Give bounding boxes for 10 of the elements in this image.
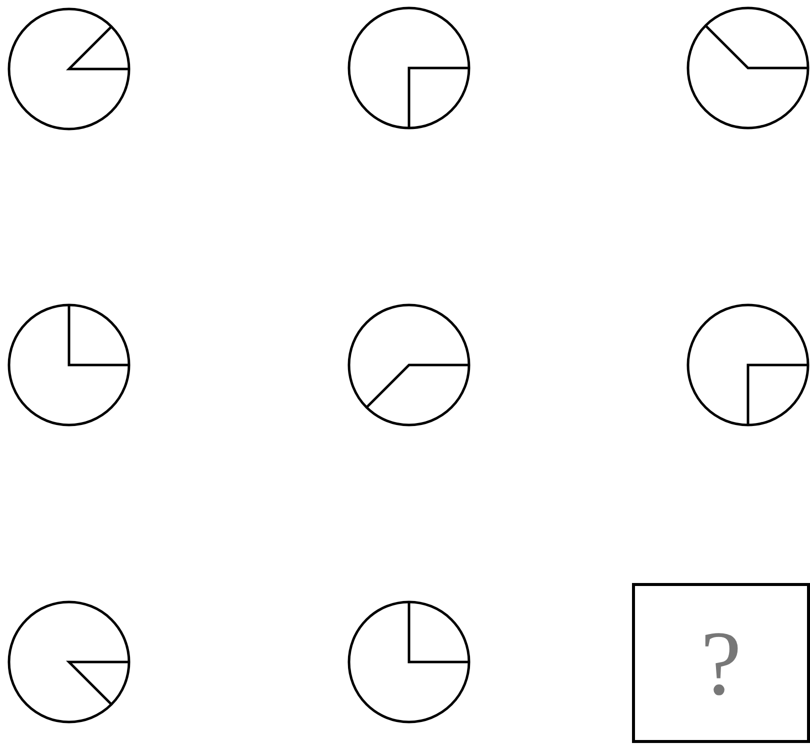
circle-with-radii (347, 303, 471, 427)
circle-with-radii (347, 600, 471, 724)
circle-with-radii (7, 303, 131, 427)
circle-with-radii (686, 303, 810, 427)
circle-with-radii (686, 6, 810, 130)
circle-with-radii (347, 6, 471, 130)
circle-with-radii (7, 7, 131, 131)
answer-box (632, 583, 810, 743)
circle-with-radii (7, 600, 131, 724)
question-mark: ? (700, 617, 742, 709)
